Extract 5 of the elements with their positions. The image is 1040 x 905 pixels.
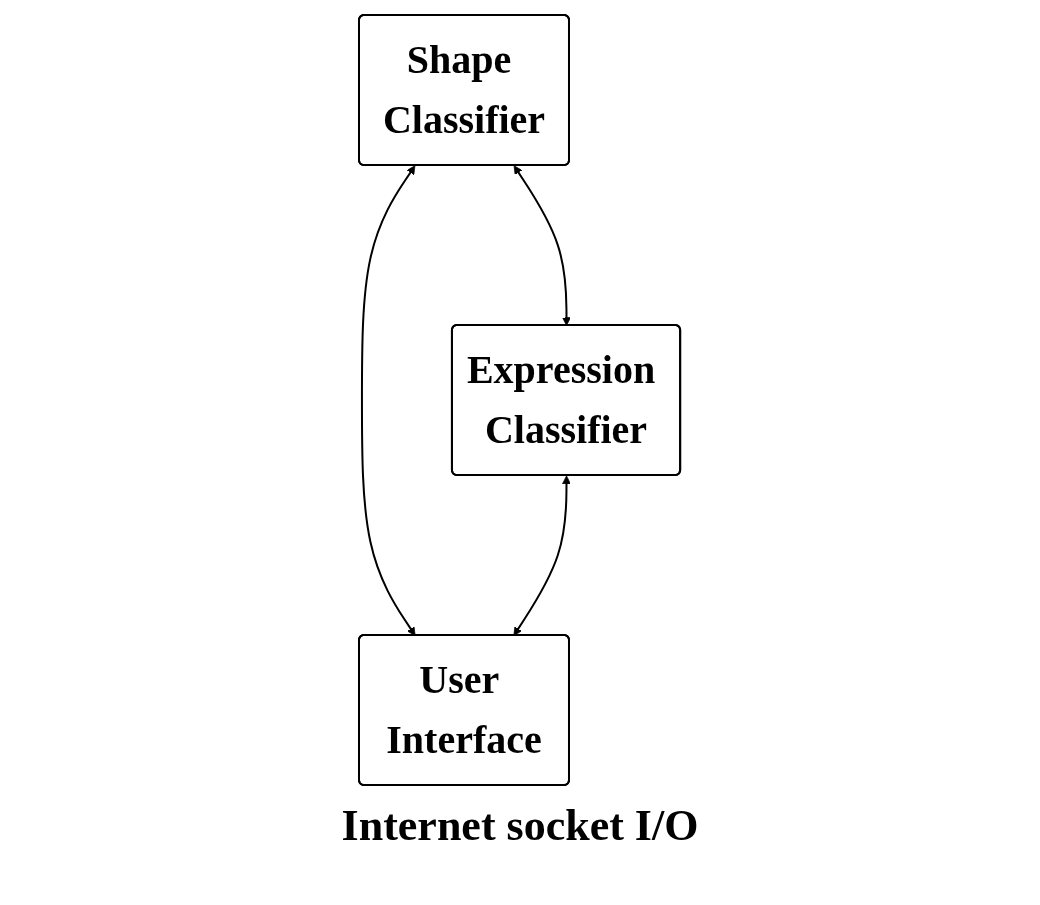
arrow [361,165,416,636]
node-text: Shape Classifier [383,37,546,143]
arrow [513,475,572,636]
node-text: User Interface [386,656,543,762]
arrow [514,165,572,326]
